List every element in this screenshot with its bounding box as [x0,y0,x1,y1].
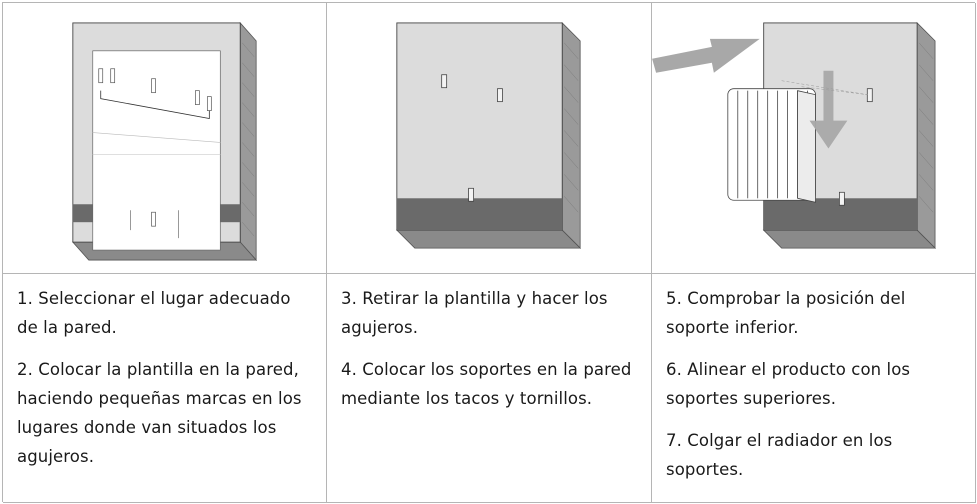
wall-supports-illustration [395,21,582,250]
wall-template-illustration [71,21,258,262]
instructions-column-2: 3. Retirar la plantilla y hacer los aguj… [327,274,652,503]
step-1-text: 1. Seleccionar el lugar adecuado de la p… [17,289,291,337]
radiator-hanging-illustration [652,21,937,250]
step-6-text: 6. Alinear el producto con los soportes … [666,360,911,408]
illustration-step-1 [3,3,327,274]
step-5-text: 5. Comprobar la posición del soporte inf… [666,289,906,337]
instructions-column-3: 5. Comprobar la posición del soporte inf… [652,274,976,503]
step-4-text: 4. Colocar los soportes en la pared medi… [341,360,632,408]
instructions-column-1: 1. Seleccionar el lugar adecuado de la p… [3,274,327,503]
illustration-step-3 [327,3,652,274]
step-7-text: 7. Colgar el radiador en los soportes. [666,431,893,479]
step-2-text: 2. Colocar la plantilla en la pared, hac… [17,360,302,466]
illustration-step-5 [652,3,976,274]
step-3-text: 3. Retirar la plantilla y hacer los aguj… [341,289,608,337]
